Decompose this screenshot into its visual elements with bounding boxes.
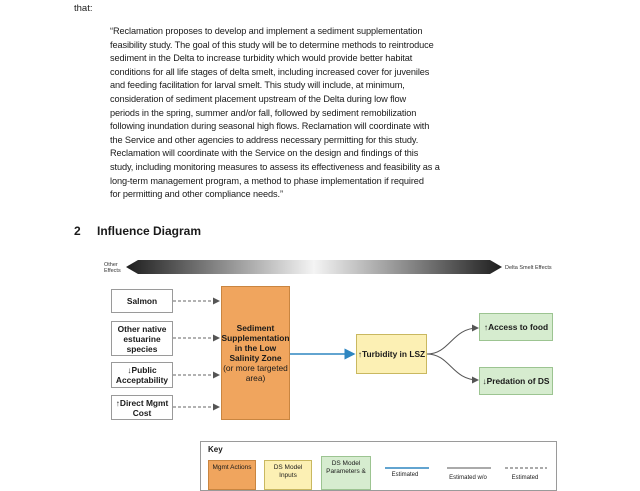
key-label-estimated: Estimated (391, 472, 419, 478)
box-salmon: Salmon (111, 289, 173, 313)
quote-line: long-term management program, a method t… (110, 175, 424, 186)
connector-lsz-predation (426, 353, 479, 384)
quote-line: the Service and other agencies to addres… (110, 134, 419, 145)
quote-line: study, including monitoring measures to … (110, 161, 440, 172)
effects-scale-bar (126, 260, 502, 274)
scale-right-label: Delta Smelt Effects (505, 265, 552, 271)
quote-line: conditions for all life stages of delta … (110, 66, 430, 77)
key-model-inputs: DS Model Inputs (264, 460, 312, 490)
quote-line: periods in the spring, summer and/or fal… (110, 107, 417, 118)
quote-line: for permitting and other compliance need… (110, 189, 283, 200)
scale-left-label: Other Effects (104, 262, 121, 274)
diagram-connectors (126, 260, 502, 411)
quote-line: “Reclamation proposes to develop and imp… (110, 26, 423, 36)
quote-line: consideration of sediment placement upst… (110, 93, 407, 104)
section-title: Influence Diagram (97, 224, 202, 238)
box-direct-mgmt-cost: ↑Direct Mgmt Cost (111, 395, 173, 420)
outcome-food-box: ↑Access to food (479, 313, 553, 341)
mgmt-action-title: Sediment Supplementation in the Low Sali… (221, 323, 290, 363)
mgmt-action-subtitle: (or more targeted area) (223, 363, 288, 383)
box-public-acceptability: ↓Public Acceptability (111, 362, 173, 388)
key-title: Key (208, 445, 223, 454)
lead-text: that: (74, 3, 93, 14)
key-label-estimated-wo: Estimated w/o (449, 475, 487, 481)
quote-block: “Reclamation proposes to develop and imp… (110, 25, 510, 202)
section-number: 2 (74, 224, 81, 238)
key-model-parameters: DS Model Parameters & (321, 456, 371, 490)
outcome-predation-box: ↓Predation of DS (479, 367, 553, 395)
box-native-species: Other native estuarine species (111, 321, 173, 356)
connector-lsz-food (426, 324, 479, 355)
turbidity-box: ↑Turbidity in LSZ (356, 334, 427, 374)
quote-line: feasibility study. The goal of this stud… (110, 39, 434, 50)
section-heading: 2 Influence Diagram (74, 224, 201, 238)
key-mgmt-actions: Mgmt Actions (208, 460, 256, 490)
quote-line: following inundation during seasonal hig… (110, 121, 430, 132)
quote-line: sediment in the Delta to increase turbid… (110, 53, 413, 64)
key-arrow-samples (385, 467, 547, 469)
diagram-key: Key Mgmt Actions DS Model Inputs DS Mode… (200, 441, 557, 491)
quote-line: and feeding facilitation for larval smel… (110, 80, 405, 91)
key-label-estimated-dashed: Estimated (511, 475, 539, 481)
mgmt-action-box: Sediment Supplementation in the Low Sali… (221, 286, 290, 420)
quote-line: Reclamation will coordinate with the Ser… (110, 148, 419, 159)
